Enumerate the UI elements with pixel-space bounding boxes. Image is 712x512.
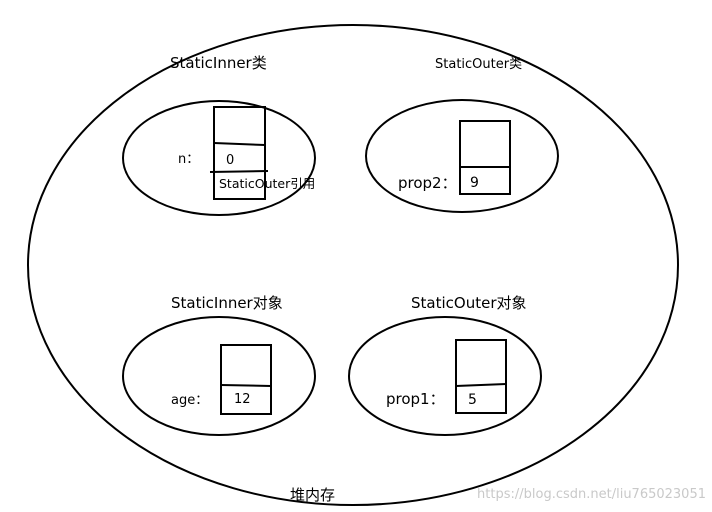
static-outer-class-memory-box — [459, 120, 511, 195]
static-outer-object-field-value: 5 — [468, 392, 477, 408]
static-inner-class-box-divider-top — [213, 142, 266, 146]
static-outer-object-memory-box — [455, 339, 507, 414]
static-outer-object-title: StaticOuter对象 — [411, 294, 526, 312]
static-inner-class-box-divider-bottom — [209, 170, 269, 173]
static-outer-reference-label: StaticOuter引用 — [219, 176, 315, 191]
static-outer-class-field-label: prop2： — [398, 174, 457, 192]
static-inner-object-box-divider — [220, 384, 272, 387]
static-outer-class-title: StaticOuter类 — [435, 57, 522, 72]
static-outer-object-box-divider — [455, 383, 507, 387]
static-outer-class-field-value: 9 — [470, 175, 479, 191]
static-inner-class-field-value: 0 — [226, 153, 234, 168]
static-outer-class-ellipse — [365, 99, 559, 213]
static-inner-class-field-label: n： — [178, 152, 199, 167]
static-inner-class-memory-box — [213, 106, 266, 200]
static-inner-object-ellipse — [122, 316, 316, 436]
static-outer-object-field-label: prop1： — [386, 390, 445, 408]
static-inner-class-title: StaticInner类 — [170, 54, 267, 72]
static-inner-object-field-label: age： — [171, 393, 208, 408]
heap-boundary-ellipse — [27, 24, 679, 506]
watermark-url: https://blog.csdn.net/liu765023051 — [477, 487, 706, 502]
static-inner-object-field-value: 12 — [234, 392, 251, 407]
static-inner-object-memory-box — [220, 344, 272, 415]
static-outer-object-ellipse — [348, 316, 542, 436]
heap-memory-label: 堆内存 — [290, 486, 335, 504]
static-inner-class-ellipse — [122, 100, 316, 216]
static-inner-object-title: StaticInner对象 — [171, 294, 283, 312]
